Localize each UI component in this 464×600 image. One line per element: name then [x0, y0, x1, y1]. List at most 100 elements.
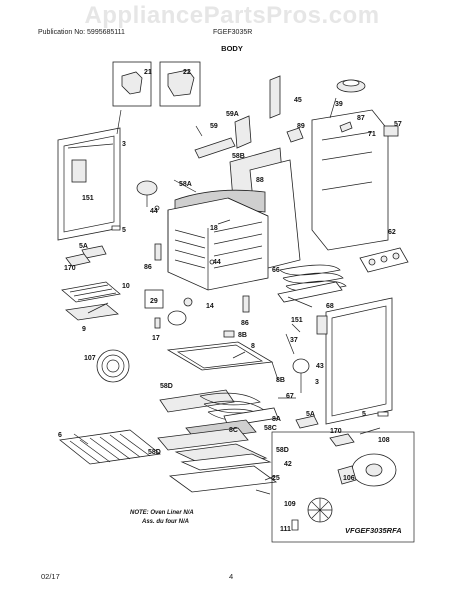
label-109: 109 [284, 501, 296, 508]
label-151-left-text: 151 [82, 195, 94, 202]
figure-code: VFGEF3035RFA [345, 526, 402, 535]
nut-111 [291, 519, 299, 531]
oven-rack-6 [59, 429, 161, 465]
label-8B-a: 8B [238, 332, 247, 339]
switch-29 [144, 289, 164, 309]
knob-39 [336, 79, 366, 93]
section-title: BODY [221, 44, 243, 53]
label-151-right-text: 151 [291, 317, 303, 324]
label-5-left: 5 [122, 227, 126, 234]
trim-strip-59 [194, 137, 236, 159]
label-39: 39 [335, 101, 343, 108]
label-71: 71 [368, 131, 376, 138]
model-number: FGEF3035R [213, 29, 253, 36]
label-5A-left: 5A [79, 243, 88, 250]
side-panel-3-left [57, 127, 121, 241]
label-86-a: 86 [144, 264, 152, 271]
label-37: 37 [290, 337, 298, 344]
note-oven-liner: NOTE: Oven Liner N/A [130, 510, 194, 516]
label-170-right: 170 [330, 428, 342, 435]
bake-pan-8 [166, 341, 274, 371]
label-58C: 58C [264, 425, 277, 432]
label-111: 111 [280, 526, 291, 533]
label-88: 88 [256, 177, 264, 184]
label-170-left: 170 [64, 265, 76, 272]
sensor-43 [292, 358, 310, 393]
shield-68 [277, 281, 343, 303]
label-58D-c: 58D [276, 447, 289, 454]
label-59: 59 [210, 123, 218, 130]
label-44-a: 44 [150, 208, 158, 215]
label-3-right: 3 [315, 379, 319, 386]
label-21: 21 [144, 69, 152, 76]
label-58A: 58A [179, 181, 192, 188]
label-59A: 59A [226, 111, 239, 118]
thermostat-58A [136, 180, 158, 207]
bulb-14 [183, 297, 193, 307]
terminal-block-62 [359, 247, 409, 273]
clip-87 [339, 121, 353, 133]
label-58D-a: 58D [160, 383, 173, 390]
label-58B: 58B [232, 153, 245, 160]
trim-strip-59A [234, 115, 252, 149]
bracket-89 [286, 127, 304, 143]
label-29: 29 [150, 298, 158, 305]
screw-44 [154, 205, 160, 211]
side-panel-3-right [325, 297, 393, 425]
clip-8B-a [223, 330, 235, 338]
wire-8B-b [271, 361, 279, 381]
insulation-58D-a [159, 389, 235, 413]
label-67: 67 [286, 393, 294, 400]
vent-panel-45 [269, 75, 281, 119]
motor-108 [351, 453, 397, 487]
label-151-left [71, 159, 87, 183]
label-44-b: 44 [213, 259, 221, 266]
bracket-5A-right [295, 415, 319, 429]
wire-37 [285, 333, 295, 355]
label-5-right: 5 [362, 411, 366, 418]
screw-5 [111, 225, 121, 231]
cover-57 [383, 125, 399, 137]
label-66: 66 [272, 267, 280, 274]
publication-number: Publication No: 5995685111 [38, 29, 125, 36]
label-8C: 8C [229, 427, 238, 434]
label-8: 8 [251, 343, 255, 350]
label-10: 10 [122, 283, 130, 290]
bracket-part-21 [112, 61, 152, 107]
hinge-170-left [65, 253, 91, 267]
back-panel-71 [311, 109, 389, 251]
panel-42 [180, 453, 272, 471]
clip-86-a [154, 243, 162, 261]
blower-wheel-109 [307, 497, 333, 523]
label-42: 42 [284, 461, 292, 468]
hinge-170-right [329, 433, 355, 447]
label-6: 6 [58, 432, 62, 439]
note-oven-liner-fr: Ass. du four N/A [141, 519, 189, 525]
convection-fan-107 [96, 349, 130, 383]
label-43: 43 [316, 363, 324, 370]
label-107: 107 [84, 355, 96, 362]
label-57: 57 [394, 121, 402, 128]
label-58D-b: 58D [148, 449, 161, 456]
label-14: 14 [206, 303, 214, 310]
label-5A-right: 5A [306, 411, 315, 418]
label-18: 18 [210, 225, 218, 232]
label-3-left: 3 [122, 141, 126, 148]
watermark: AppliancePartsPros.com [84, 2, 380, 29]
label-22: 22 [183, 69, 191, 76]
oven-cavity [167, 197, 269, 291]
footer-date: 02/17 [41, 572, 60, 581]
page-number: 4 [229, 572, 234, 581]
label-89: 89 [297, 123, 305, 130]
gasket-106 [337, 465, 357, 485]
inset-frame [271, 431, 415, 543]
label-25: 25 [272, 475, 280, 482]
clip-86-b [242, 295, 250, 313]
bracket-part-22 [159, 61, 201, 107]
label-62: 62 [388, 229, 396, 236]
label-17: 17 [152, 335, 160, 342]
label-9: 9 [82, 326, 86, 333]
label-106: 106 [343, 475, 355, 482]
lens-17 [167, 310, 187, 326]
